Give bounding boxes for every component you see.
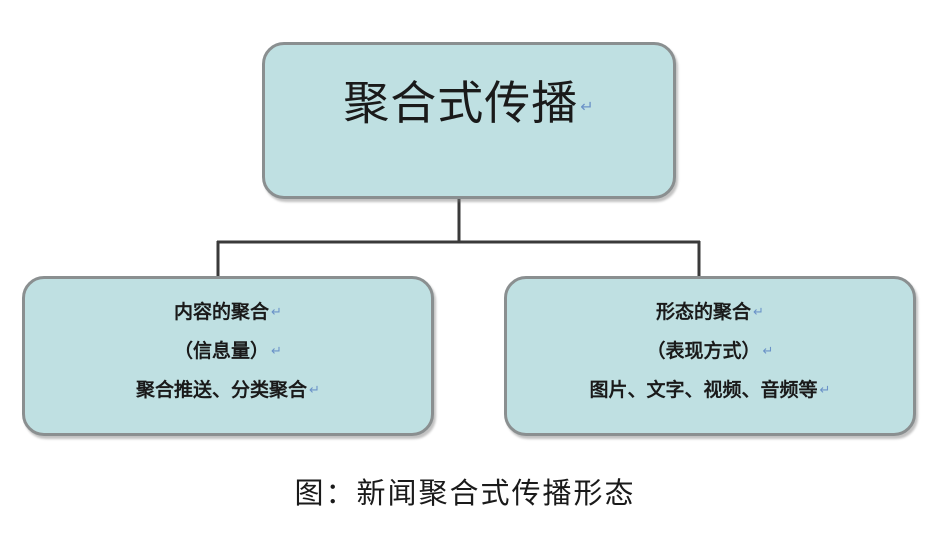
root-node: 聚合式传播↵ bbox=[262, 42, 676, 199]
paragraph-mark-icon: ↵ bbox=[819, 383, 831, 398]
paragraph-mark-icon: ↵ bbox=[309, 383, 320, 398]
child-node-line: （信息量）↵ bbox=[25, 332, 431, 371]
figure-caption: 图：新闻聚合式传播形态 bbox=[294, 476, 636, 510]
child-node-content-aggregation: 内容的聚合↵ （信息量）↵ 聚合推送、分类聚合↵ bbox=[22, 276, 434, 436]
child-node-line: 聚合推送、分类聚合↵ bbox=[25, 371, 431, 410]
root-node-label: 聚合式传播↵ bbox=[265, 67, 673, 133]
child-node-line-text: （信息量） bbox=[174, 340, 270, 362]
child-node-line-text: 图片、文字、视频、音频等 bbox=[589, 379, 818, 401]
child-node-text-block: 内容的聚合↵ （信息量）↵ 聚合推送、分类聚合↵ bbox=[25, 293, 431, 410]
child-node-line-text: 聚合推送、分类聚合 bbox=[136, 379, 308, 401]
child-node-line-text: 内容的聚合 bbox=[174, 301, 270, 323]
child-node-line-text: （表现方式） bbox=[646, 340, 761, 362]
child-node-text-block: 形态的聚合↵ （表现方式）↵ 图片、文字、视频、音频等↵ bbox=[507, 293, 913, 410]
child-node-line: 形态的聚合↵ bbox=[507, 293, 913, 332]
child-node-line: （表现方式）↵ bbox=[507, 332, 913, 371]
child-node-form-aggregation: 形态的聚合↵ （表现方式）↵ 图片、文字、视频、音频等↵ bbox=[504, 276, 916, 436]
root-node-text: 聚合式传播 bbox=[343, 76, 579, 130]
paragraph-mark-icon: ↵ bbox=[762, 344, 774, 359]
child-node-line: 内容的聚合↵ bbox=[25, 293, 431, 332]
paragraph-mark-icon: ↵ bbox=[753, 305, 764, 320]
child-node-line: 图片、文字、视频、音频等↵ bbox=[507, 371, 913, 410]
child-node-line-text: 形态的聚合 bbox=[656, 301, 752, 323]
paragraph-mark-icon: ↵ bbox=[271, 344, 282, 359]
paragraph-mark-icon: ↵ bbox=[580, 97, 595, 116]
paragraph-mark-icon: ↵ bbox=[271, 305, 282, 320]
